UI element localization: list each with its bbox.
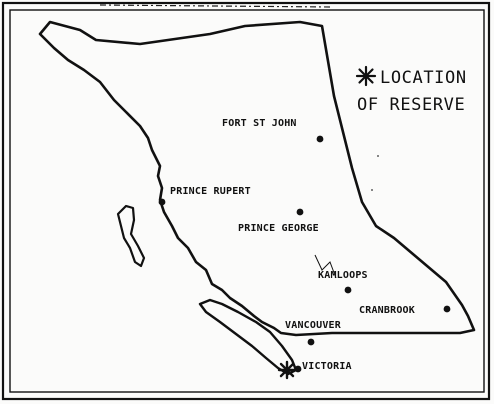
reserve-asterisk-icon bbox=[277, 360, 297, 380]
city-label-prince-george: PRINCE GEORGE bbox=[238, 223, 319, 234]
city-dot-victoria bbox=[294, 365, 302, 373]
city-dot-fort-st-john bbox=[316, 135, 324, 143]
city-label-cranbrook: CRANBROOK bbox=[359, 305, 415, 316]
city-dot-prince-rupert bbox=[158, 198, 166, 206]
inner-frame bbox=[9, 9, 485, 393]
city-label-kamloops: KAMLOOPS bbox=[318, 270, 368, 281]
boundary-detail bbox=[314, 254, 337, 279]
city-label-fort-st-john: FORT ST JOHN bbox=[222, 118, 297, 129]
city-dot-vancouver bbox=[307, 338, 315, 346]
haida-gwaii-island bbox=[116, 204, 146, 268]
legend-line-1: LOCATION bbox=[380, 68, 467, 88]
city-dot-cranbrook bbox=[443, 305, 451, 313]
legend-line-2: OF RESERVE bbox=[357, 95, 465, 115]
scan-speck bbox=[371, 189, 373, 191]
top-scribble bbox=[99, 4, 331, 8]
province-outline bbox=[38, 20, 476, 337]
legend-asterisk-icon bbox=[355, 65, 377, 87]
city-dot-prince-george bbox=[296, 208, 304, 216]
city-label-prince-rupert: PRINCE RUPERT bbox=[170, 186, 251, 197]
city-label-victoria: VICTORIA bbox=[302, 361, 352, 372]
city-dot-kamloops bbox=[344, 286, 352, 294]
scan-speck bbox=[377, 155, 379, 157]
city-label-vancouver: VANCOUVER bbox=[285, 320, 342, 331]
